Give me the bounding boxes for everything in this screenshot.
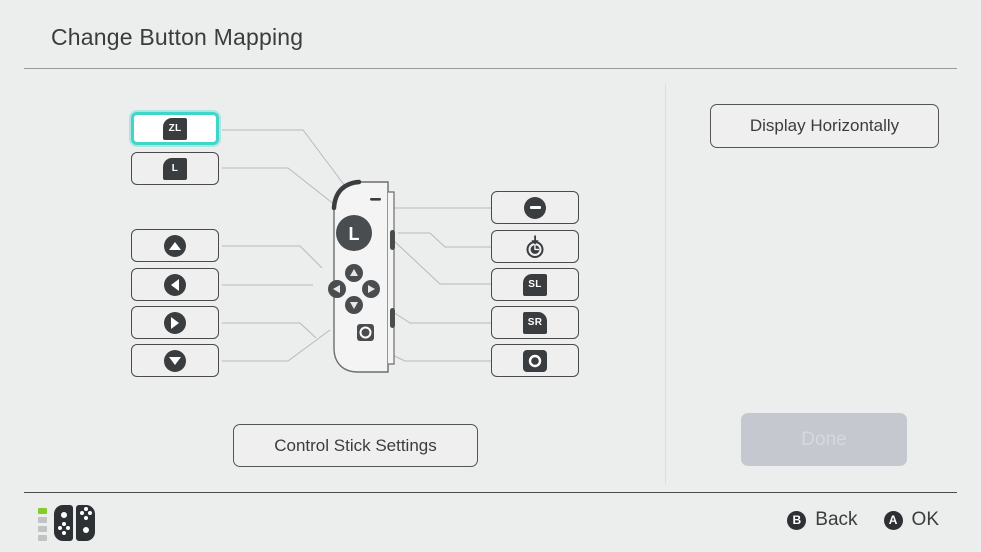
mapping-button-capture[interactable] xyxy=(491,344,579,377)
battery-segment xyxy=(38,535,47,541)
b-button-icon: B xyxy=(787,510,807,530)
mapping-button-sr[interactable]: SR xyxy=(491,306,579,339)
svg-text:L: L xyxy=(349,224,360,244)
mapping-button-capture-hold[interactable] xyxy=(491,230,579,263)
display-horizontally-button[interactable]: Display Horizontally xyxy=(710,104,939,148)
l-shoulder-icon: L xyxy=(163,157,187,180)
control-stick-settings-button[interactable]: Control Stick Settings xyxy=(233,424,478,467)
battery-segment xyxy=(38,526,47,532)
footer-divider xyxy=(24,492,957,493)
dpad-right-icon xyxy=(164,311,186,334)
zl-shoulder-icon: ZL xyxy=(163,117,187,140)
mapping-button-minus[interactable] xyxy=(491,191,579,224)
joy-con-right-icon xyxy=(76,505,95,541)
sr-icon: SR xyxy=(523,311,547,334)
capture-icon xyxy=(523,349,547,372)
battery-segment xyxy=(38,517,47,523)
capture-timer-icon xyxy=(523,235,547,259)
battery-segment xyxy=(38,508,47,514)
mapping-button-sl[interactable]: SL xyxy=(491,268,579,301)
dpad-left-icon xyxy=(164,273,186,296)
battery-segments xyxy=(38,508,47,544)
joy-con-pair-icon xyxy=(54,505,98,541)
mapping-button-right[interactable] xyxy=(131,306,219,339)
hint-back-label: Back xyxy=(815,509,858,530)
joy-con-left-icon xyxy=(54,505,73,541)
mapping-button-zl[interactable]: ZL xyxy=(131,112,219,145)
footer-hints: B Back A OK xyxy=(787,509,939,531)
mapping-button-down[interactable] xyxy=(131,344,219,377)
minus-icon xyxy=(524,196,546,219)
mapping-button-l[interactable]: L xyxy=(131,152,219,185)
dpad-up-icon xyxy=(164,234,186,257)
joy-con-left-illustration: L xyxy=(328,179,395,373)
panel-divider xyxy=(665,84,666,484)
dpad-down-icon xyxy=(164,349,186,372)
hint-ok-label: OK xyxy=(911,509,939,530)
header-divider xyxy=(24,68,957,69)
controller-indicator[interactable] xyxy=(38,505,98,541)
a-button-icon: A xyxy=(883,510,903,530)
done-button[interactable]: Done xyxy=(741,413,907,466)
hint-back[interactable]: B Back xyxy=(787,509,858,531)
hint-ok[interactable]: A OK xyxy=(883,509,939,531)
sl-icon: SL xyxy=(523,273,547,296)
page-title: Change Button Mapping xyxy=(51,24,304,50)
mapping-button-left[interactable] xyxy=(131,268,219,301)
mapping-button-up[interactable] xyxy=(131,229,219,262)
